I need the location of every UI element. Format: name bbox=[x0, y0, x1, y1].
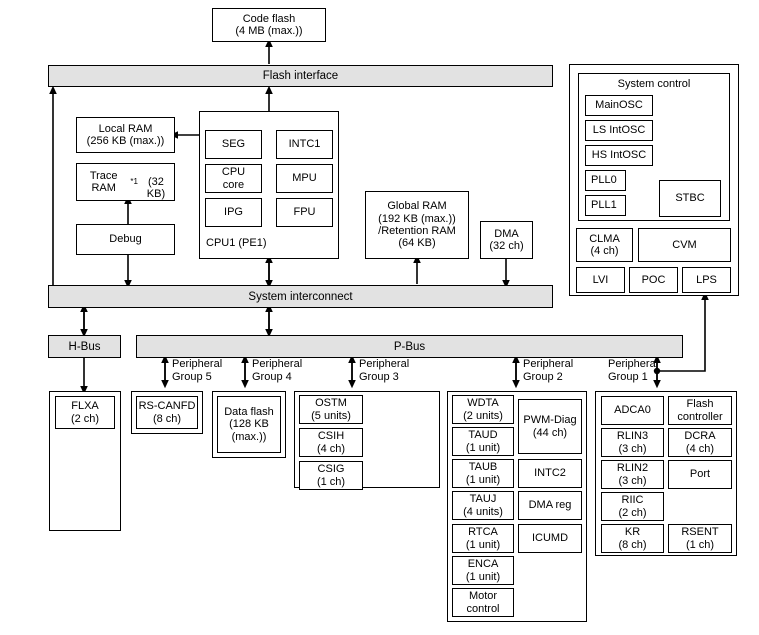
cpu-unit-cpu-core: CPU core bbox=[205, 164, 262, 193]
cpu-unit-intc1: INTC1 bbox=[276, 130, 333, 159]
dcra-block: DCRA (4 ch) bbox=[668, 428, 732, 457]
pll0-block: PLL0 bbox=[585, 170, 626, 191]
local-ram-block: Local RAM (256 KB (max.)) bbox=[76, 117, 175, 153]
pwm-diag-block: PWM-Diag (44 ch) bbox=[518, 399, 582, 454]
ostm-block: OSTM (5 units) bbox=[299, 395, 363, 424]
trace-ram-block: Trace RAM*1 (32 KB) bbox=[76, 163, 175, 201]
cpu1-pe1-label: CPU1 (PE1) bbox=[206, 237, 267, 249]
system-interconnect-bar: System interconnect bbox=[48, 285, 553, 308]
cpu-unit-mpu: MPU bbox=[276, 164, 333, 193]
cpu-unit-fpu: FPU bbox=[276, 198, 333, 227]
rlin2-block: RLIN2 (3 ch) bbox=[601, 460, 664, 489]
riic-block: RIIC (2 ch) bbox=[601, 492, 664, 521]
h-bus-bar: H-Bus bbox=[48, 335, 121, 358]
peripheral-group-1-label: Peripheral Group 1 bbox=[608, 358, 659, 383]
code-flash-block: Code flash (4 MB (max.)) bbox=[212, 8, 326, 42]
lps-block: LPS bbox=[682, 267, 731, 293]
ls-intosc-block: LS IntOSC bbox=[585, 120, 653, 141]
rtca-block: RTCA (1 unit) bbox=[452, 524, 514, 553]
pll1-block: PLL1 bbox=[585, 195, 626, 216]
peripheral-group-3-label: Peripheral Group 3 bbox=[359, 358, 410, 383]
rs-canfd-block: RS-CANFD (8 ch) bbox=[136, 396, 198, 429]
peripheral-group-4-label: Peripheral Group 4 bbox=[252, 358, 303, 383]
cvm-block: CVM bbox=[638, 228, 731, 262]
cpu-unit-seg: SEG bbox=[205, 130, 262, 159]
debug-block: Debug bbox=[76, 224, 175, 255]
system-control-title: System control bbox=[617, 78, 691, 90]
adca0-block: ADCA0 bbox=[601, 396, 664, 425]
lvi-block: LVI bbox=[576, 267, 625, 293]
flash-interface-bar: Flash interface bbox=[48, 65, 553, 87]
poc-block: POC bbox=[629, 267, 678, 293]
csig-block: CSIG (1 ch) bbox=[299, 461, 363, 490]
mainosc-block: MainOSC bbox=[585, 95, 653, 116]
flxa-block: FLXA (2 ch) bbox=[55, 396, 115, 429]
dma-reg-block: DMA reg bbox=[518, 491, 582, 520]
taud-block: TAUD (1 unit) bbox=[452, 427, 514, 456]
port-block: Port bbox=[668, 460, 732, 489]
kr-block: KR (8 ch) bbox=[601, 524, 664, 553]
dma-block: DMA (32 ch) bbox=[480, 221, 533, 259]
flash-controller-block: Flash controller bbox=[668, 396, 732, 425]
intc2-block: INTC2 bbox=[518, 459, 582, 488]
cpu-unit-ipg: IPG bbox=[205, 198, 262, 227]
wdta-block: WDTA (2 units) bbox=[452, 395, 514, 424]
peripheral-group-2-label: Peripheral Group 2 bbox=[523, 358, 574, 383]
taub-block: TAUB (1 unit) bbox=[452, 459, 514, 488]
enca-block: ENCA (1 unit) bbox=[452, 556, 514, 585]
stbc-block: STBC bbox=[659, 180, 721, 217]
csih-block: CSIH (4 ch) bbox=[299, 428, 363, 457]
rsent-block: RSENT (1 ch) bbox=[668, 524, 732, 553]
data-flash-block: Data flash (128 KB (max.)) bbox=[217, 396, 281, 453]
rlin3-block: RLIN3 (3 ch) bbox=[601, 428, 664, 457]
p-bus-bar: P-Bus bbox=[136, 335, 683, 358]
global-ram-block: Global RAM (192 KB (max.)) /Retention RA… bbox=[365, 191, 469, 259]
icumd-block: ICUMD bbox=[518, 524, 582, 553]
tauj-block: TAUJ (4 units) bbox=[452, 491, 514, 520]
hs-intosc-block: HS IntOSC bbox=[585, 145, 653, 166]
clma-block: CLMA (4 ch) bbox=[576, 228, 633, 262]
motor-control-block: Motor control bbox=[452, 588, 514, 617]
peripheral-group-5-label: Peripheral Group 5 bbox=[172, 358, 223, 383]
